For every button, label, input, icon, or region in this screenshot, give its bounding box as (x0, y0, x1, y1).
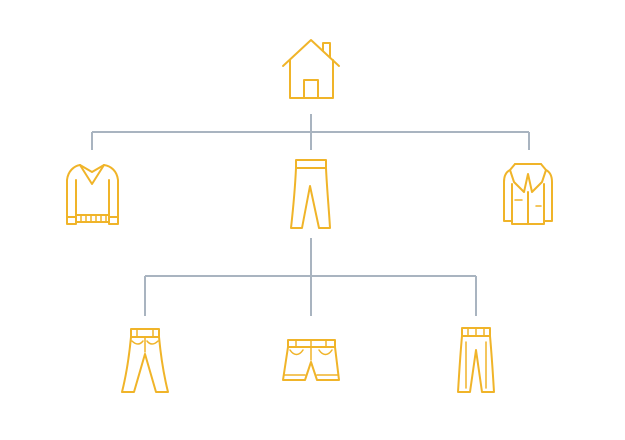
jeans-icon[interactable] (121, 328, 169, 393)
shorts-icon[interactable] (282, 339, 340, 381)
pants-icon[interactable] (290, 159, 331, 229)
sweater-icon[interactable] (66, 164, 119, 225)
house-icon[interactable] (282, 39, 340, 99)
connector-lines (91, 114, 530, 316)
blazer-icon[interactable] (503, 163, 553, 225)
trousers-icon[interactable] (457, 327, 495, 393)
